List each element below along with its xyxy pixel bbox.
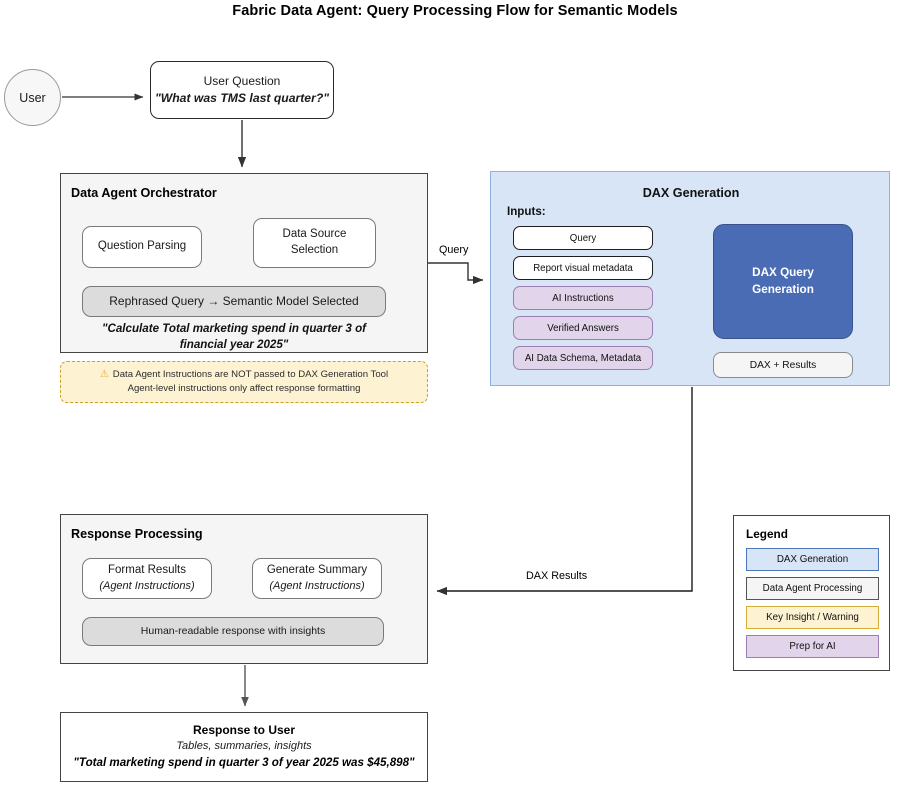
legend-item-label: DAX Generation	[776, 554, 849, 565]
edge-dax-to-response	[436, 387, 693, 596]
inputs-label: Inputs:	[507, 205, 546, 218]
edge-orchestrator-to-dax	[428, 262, 484, 285]
user-question-title: User Question	[203, 73, 281, 88]
quote-line-1: "Calculate Total marketing spend in quar…	[101, 322, 367, 335]
user-node[interactable]: User	[4, 69, 61, 126]
page-title: Fabric Data Agent: Query Processing Flow…	[232, 3, 678, 19]
human-readable-response-node[interactable]: Human-readable response with insights	[82, 617, 384, 646]
generate-summary-node[interactable]: Generate Summary (Agent Instructions)	[252, 558, 382, 599]
human-readable-label: Human-readable response with insights	[140, 625, 326, 638]
user-question-text: "What was TMS last quarter?"	[154, 90, 330, 105]
edge-label-dax-results: DAX Results	[526, 570, 588, 582]
legend-panel: Legend DAX Generation Data Agent Process…	[733, 515, 890, 671]
legend-item-dax-generation: DAX Generation	[746, 548, 879, 571]
dax-engine-line2: Generation	[752, 282, 814, 296]
response-to-user-title: Response to User	[192, 722, 296, 737]
warning-line-2: Agent-level instructions only affect res…	[127, 383, 361, 394]
input-chip-label: Verified Answers	[547, 322, 619, 334]
question-parsing-node[interactable]: Question Parsing	[82, 226, 202, 268]
response-processing-container: Response Processing Format Results (Agen…	[60, 514, 428, 664]
dax-results-node[interactable]: DAX + Results	[713, 352, 853, 378]
data-agent-orchestrator-container: Data Agent Orchestrator Question Parsing…	[60, 173, 428, 353]
input-chip-ai-instructions[interactable]: AI Instructions	[513, 286, 653, 310]
orchestrator-title: Data Agent Orchestrator	[71, 186, 217, 200]
format-results-node[interactable]: Format Results (Agent Instructions)	[82, 558, 212, 599]
user-question-node[interactable]: User Question "What was TMS last quarter…	[150, 61, 334, 119]
edge-label-query: Query	[439, 244, 469, 256]
data-source-line2: Selection	[290, 244, 339, 256]
response-to-user-quote: "Total marketing spend in quarter 3 of y…	[73, 756, 415, 770]
legend-item-label: Prep for AI	[789, 641, 836, 652]
user-label: User	[19, 90, 46, 105]
input-chip-label: AI Data Schema, Metadata	[524, 352, 642, 364]
input-chip-label: Query	[569, 232, 597, 244]
dax-engine-line1: DAX Query	[752, 266, 814, 280]
warning-line-1: Data Agent Instructions are NOT passed t…	[112, 368, 389, 380]
dax-query-generation-node[interactable]: DAX Query Generation	[713, 224, 853, 339]
legend-item-label: Data Agent Processing	[762, 583, 863, 594]
format-results-line1: Format Results	[108, 564, 186, 577]
key-insight-warning-note: ⚠ Data Agent Instructions are NOT passed…	[60, 361, 428, 403]
dax-results-label: DAX + Results	[749, 359, 817, 371]
quote-line-2: financial year 2025"	[179, 337, 289, 351]
dax-generation-title: DAX Generation	[642, 186, 740, 200]
response-to-user-subtitle: Tables, summaries, insights	[176, 740, 312, 753]
question-parsing-label: Question Parsing	[97, 240, 187, 253]
legend-item-label: Key Insight / Warning	[766, 612, 859, 623]
legend-title: Legend	[746, 527, 788, 541]
input-chip-verified-answers[interactable]: Verified Answers	[513, 316, 653, 340]
format-results-line2: (Agent Instructions)	[99, 579, 195, 592]
input-chip-label: AI Instructions	[552, 292, 614, 304]
input-chip-label: Report visual metadata	[533, 262, 633, 274]
generate-summary-line2: (Agent Instructions)	[269, 579, 365, 592]
legend-item-data-agent-processing: Data Agent Processing	[746, 577, 879, 600]
rephrased-query-node[interactable]: Rephrased Query → Semantic Model Selecte…	[82, 286, 386, 317]
input-chip-ai-data-schema-metadata[interactable]: AI Data Schema, Metadata	[513, 346, 653, 370]
generate-summary-line1: Generate Summary	[266, 564, 368, 577]
legend-item-prep-for-ai: Prep for AI	[746, 635, 879, 658]
response-processing-title: Response Processing	[71, 527, 203, 541]
input-chip-report-visual-metadata[interactable]: Report visual metadata	[513, 256, 653, 280]
input-chip-query[interactable]: Query	[513, 226, 653, 250]
rephrased-query-quote: "Calculate Total marketing spend in quar…	[77, 321, 391, 352]
response-to-user-node[interactable]: Response to User Tables, summaries, insi…	[60, 712, 428, 782]
legend-item-key-insight-warning: Key Insight / Warning	[746, 606, 879, 629]
rephrased-query-label: Rephrased Query → Semantic Model Selecte…	[109, 294, 359, 309]
data-source-line1: Data Source	[282, 228, 347, 241]
warning-triangle-icon: ⚠	[99, 368, 109, 380]
data-source-selection-node[interactable]: Data Source Selection	[253, 218, 376, 268]
dax-generation-panel: DAX Generation Inputs: Query Report visu…	[490, 171, 890, 386]
